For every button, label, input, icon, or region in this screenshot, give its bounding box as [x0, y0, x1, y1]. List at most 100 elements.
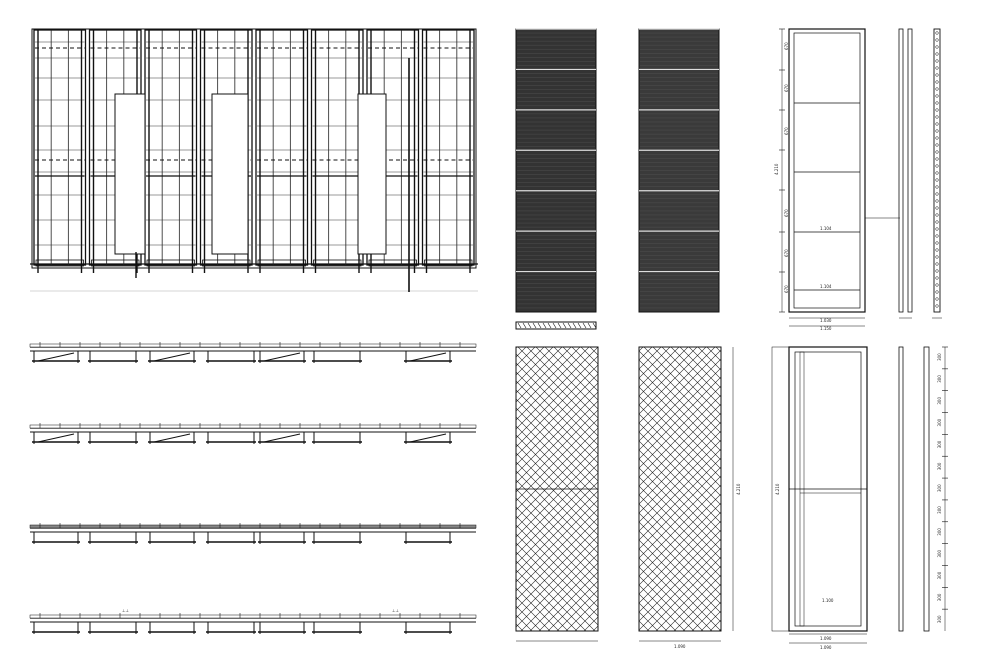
- facade-bay: [144, 29, 198, 273]
- strip-dot: [935, 290, 939, 294]
- dim-label-5: 670: [784, 249, 789, 257]
- marker: ⊥⊥: [392, 608, 399, 613]
- plan-section-row: [29, 423, 477, 444]
- frame-panel-elevation-bottom: 4.210 1.100 1.090 1.090: [771, 346, 868, 650]
- base-foot: [146, 259, 195, 267]
- slab-band: [29, 343, 477, 348]
- base-foot: [257, 259, 306, 267]
- section-hatch: [517, 322, 522, 329]
- section-hatch: [527, 322, 532, 329]
- bay-frame: [144, 29, 198, 266]
- strip-dot: [935, 276, 939, 280]
- strip-dot: [935, 297, 939, 301]
- facade-bay: [33, 29, 87, 273]
- bay-frame: [421, 29, 475, 266]
- section-hatch: [592, 322, 597, 329]
- section-hatch: [557, 322, 562, 329]
- section-hatch: [582, 322, 587, 329]
- brace: [409, 352, 447, 362]
- strip-dot: [935, 80, 939, 84]
- strip-dot: [935, 199, 939, 203]
- base-foot: [202, 259, 251, 267]
- brace: [153, 433, 191, 443]
- bay-frame: [199, 29, 253, 266]
- ruler-label: 300: [937, 353, 942, 361]
- strip-dot: [935, 143, 939, 147]
- ruler-label: 300: [937, 506, 942, 514]
- inner-label-1: 1.104: [820, 226, 832, 231]
- base-foot: [368, 259, 417, 267]
- base-foot: [91, 259, 140, 267]
- dim-label-1: 670: [784, 42, 789, 50]
- strip-dot: [935, 248, 939, 252]
- dim-label-6: 670: [784, 285, 789, 293]
- brace: [263, 352, 301, 362]
- door-opening: [357, 93, 387, 255]
- base-foot: [313, 259, 362, 267]
- strip-dot: [935, 59, 939, 63]
- plan-section-row: [29, 523, 477, 544]
- strip-dot: [935, 108, 939, 112]
- strip-dot: [935, 101, 939, 105]
- strip-dot: [935, 234, 939, 238]
- ruler-label: 300: [937, 593, 942, 601]
- brace: [153, 352, 191, 362]
- section-hatch: [542, 322, 547, 329]
- strip-dot: [935, 87, 939, 91]
- strip-dot: [935, 255, 939, 259]
- strip-dot: [935, 178, 939, 182]
- strip-dot: [935, 52, 939, 56]
- facade-outline: [31, 28, 477, 269]
- section-hatch: [537, 322, 542, 329]
- strip-dot: [935, 115, 939, 119]
- frame-width-dim-2: 1.090: [820, 645, 832, 650]
- brace: [409, 433, 447, 443]
- section-hatch: [532, 322, 537, 329]
- strip-dot: [935, 150, 939, 154]
- strip-dot: [935, 129, 939, 133]
- dim-label-3: 670: [784, 127, 789, 135]
- strip-dot: [935, 31, 939, 35]
- dim-width-outer: 1.150: [820, 326, 832, 331]
- strip-dot: [935, 66, 939, 70]
- brace: [37, 352, 75, 362]
- strip-dot: [935, 122, 939, 126]
- strip-dot: [935, 171, 939, 175]
- framed-panel-elevation: 4.210 670 670 670 670 670 670 1.104 1.10…: [774, 28, 900, 331]
- strip-dot: [935, 185, 939, 189]
- strip-dot: [935, 38, 939, 42]
- bay-frame: [33, 29, 87, 266]
- slatted-panel-elevation: [515, 28, 597, 330]
- brace: [37, 433, 75, 443]
- strip-dot: [935, 136, 939, 140]
- plan-sections: ⊥⊥⊥⊥: [29, 342, 477, 634]
- dim-height-total: 4.210: [774, 163, 779, 175]
- ruler-label: 300: [937, 418, 942, 426]
- plan-section-row: [29, 342, 477, 363]
- section-hatch: [572, 322, 577, 329]
- slatted-panel-elevation-b: [638, 28, 720, 313]
- ruler-label: 300: [937, 375, 942, 383]
- mesh-panel-elevation: [515, 346, 599, 642]
- dim-label-4: 670: [784, 209, 789, 217]
- strip-dot: [935, 220, 939, 224]
- section-hatch: [552, 322, 557, 329]
- ruler-label: 300: [937, 615, 942, 623]
- ruler-label: 300: [937, 571, 942, 579]
- inner-label-2: 1.104: [820, 284, 832, 289]
- ruler-label: 300: [937, 462, 942, 470]
- ruler-label: 300: [937, 397, 942, 405]
- frame-inner-label: 1.100: [822, 598, 834, 603]
- frame-width-dim-1: 1.090: [820, 636, 832, 641]
- ruler-label: 300: [937, 528, 942, 536]
- ruler-label: 300: [937, 484, 942, 492]
- facade-bay: [310, 29, 364, 273]
- brace: [263, 433, 301, 443]
- facade-bay: [255, 29, 309, 273]
- door-opening: [211, 93, 249, 255]
- section-hatch: [562, 322, 567, 329]
- bay-frame: [255, 29, 309, 266]
- plan-section-row: [29, 613, 477, 634]
- strip-dot: [935, 192, 939, 196]
- strip-dot: [935, 269, 939, 273]
